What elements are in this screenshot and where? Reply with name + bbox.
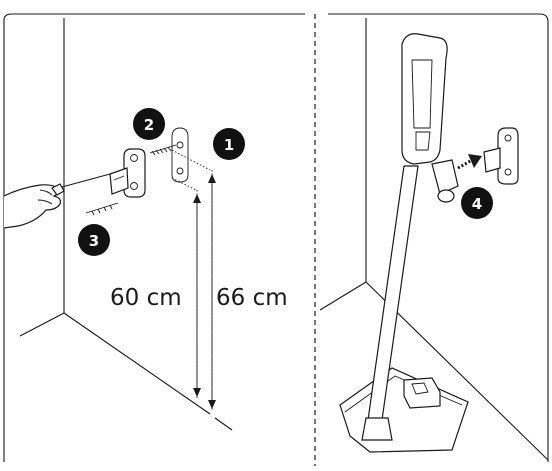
step-2-badge: 2 [133,108,165,140]
right-wall-top-edge [328,13,549,462]
step-4-badge: 4 [461,187,493,219]
floor-line [63,312,211,415]
wall-hole-top [176,141,184,149]
height-66-label: 66 cm [216,285,288,311]
wall-hole-outline [171,127,189,183]
step-4-label: 4 [472,195,482,213]
step-1-label: 1 [224,136,234,154]
dimension-arrow-60 [193,194,201,397]
wall-bracket-right [483,127,519,185]
hand-with-screwdriver-illustration [3,173,111,229]
step-2-label: 2 [144,116,154,134]
wall-top-edge [3,13,305,21]
screw-bottom [85,202,119,216]
right-floor-line [319,281,549,461]
left-panel: 1 2 3 60 cm 66 cm [3,13,305,462]
screw-top [149,144,177,156]
vacuum-cleaner-illustration [339,33,469,453]
wall-hole-bottom [176,167,184,175]
floor-line-right [214,417,233,431]
step-3-badge: 3 [78,224,110,256]
dimension-arrow-66 [208,174,216,409]
wall-bracket [109,148,146,198]
step-1-badge: 1 [213,128,245,160]
wall-corner-line [19,18,65,337]
insert-arrow-icon [457,154,482,170]
guide-horizontal-top [171,149,211,171]
guide-horizontal-bottom [171,177,197,191]
height-60-label: 60 cm [110,285,182,311]
step-3-label: 3 [89,232,99,250]
right-panel: 4 [319,13,549,462]
